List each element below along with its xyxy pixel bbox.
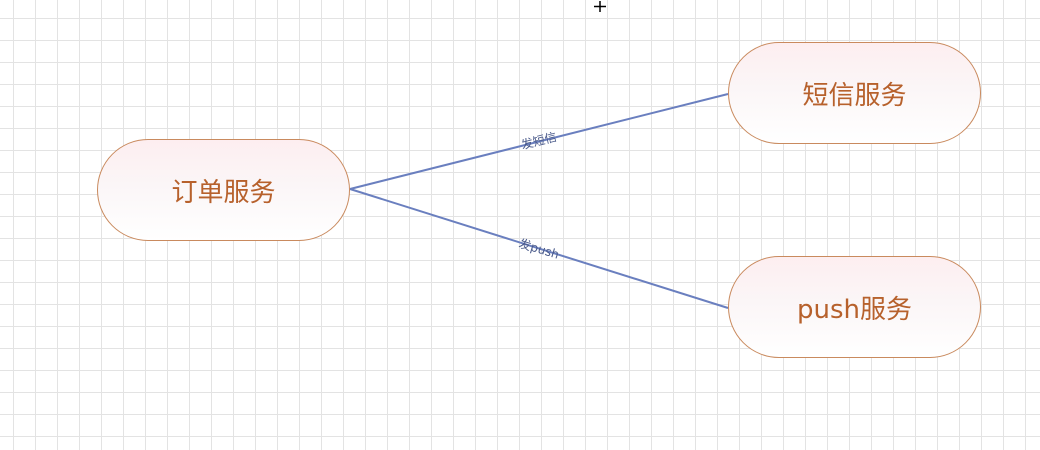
edge-label-to-sms[interactable]: 发短信 bbox=[520, 129, 559, 152]
node-push-service-label: push服务 bbox=[796, 294, 912, 325]
crosshair-cursor-icon bbox=[594, 1, 606, 12]
edge-label-to-push[interactable]: 发push bbox=[517, 235, 561, 261]
node-order-service[interactable]: 订单服务 bbox=[97, 139, 350, 241]
edge-order-to-push[interactable] bbox=[349, 188, 729, 309]
node-push-service[interactable]: push服务 bbox=[728, 256, 981, 358]
node-order-service-label: 订单服务 bbox=[171, 177, 276, 208]
node-sms-service-label: 短信服务 bbox=[802, 80, 907, 111]
node-sms-service[interactable]: 短信服务 bbox=[728, 42, 981, 144]
edge-order-to-sms[interactable] bbox=[349, 93, 729, 190]
